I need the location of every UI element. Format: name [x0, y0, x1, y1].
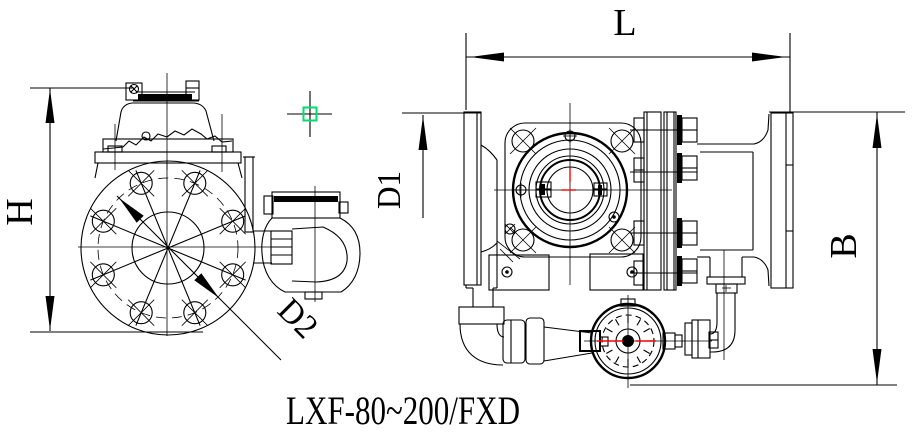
- bolt-hole: [509, 127, 537, 155]
- dimension-d1: D1: [371, 112, 481, 218]
- bypass-right-drop: [684, 250, 746, 360]
- arrowhead-up: [418, 116, 428, 150]
- side-view: [458, 103, 905, 388]
- flange-outer-circle: [80, 160, 256, 336]
- bypass-left-drop: [458, 287, 593, 366]
- arrowhead-upper-left: [119, 198, 144, 223]
- bolt-hole: [608, 226, 636, 254]
- bolt-hole: [90, 261, 117, 289]
- dimension-h: H: [0, 87, 134, 331]
- arrowhead-right: [752, 52, 786, 62]
- cad-crosshair-icon: [287, 91, 332, 137]
- dimension-label-h: H: [0, 198, 41, 225]
- dimension-label-b: B: [823, 233, 865, 258]
- dimension-b: B: [630, 112, 897, 386]
- pilot-cap-band: [274, 196, 338, 202]
- bolt-hole: [127, 299, 155, 326]
- hub-circle: [131, 211, 205, 285]
- dome-cover: [102, 102, 233, 150]
- pilot-meter-front: [261, 186, 361, 302]
- outlet-pipe: [697, 113, 770, 287]
- radial-spokes: [90, 170, 246, 326]
- bolt-hole: [509, 226, 537, 254]
- seal-joint-line: [102, 128, 233, 150]
- arrowhead-down: [45, 296, 55, 330]
- bolt-holes: [90, 170, 246, 326]
- register-cap-band: [138, 94, 192, 101]
- stack-hex-bolts: [677, 115, 698, 286]
- bolt-hole: [219, 207, 246, 235]
- bolt-hole: [181, 170, 209, 197]
- bolt-hole: [608, 127, 636, 155]
- arrowhead-down: [872, 349, 882, 383]
- dimension-label-d1: D1: [371, 171, 408, 209]
- pickbox-icon: [302, 106, 318, 122]
- bolt-hole: [219, 261, 246, 289]
- front-view: [30, 73, 361, 336]
- side-bracket: [243, 156, 272, 264]
- flange-bolt-stack: [630, 111, 698, 291]
- bypass-meter: [579, 295, 712, 388]
- arrowhead-left: [470, 52, 504, 62]
- dimension-label-d2: D2: [270, 291, 324, 345]
- dimension-label-l: L: [613, 2, 636, 44]
- bottom-brackets: [488, 253, 644, 291]
- main-flange: [80, 160, 256, 336]
- top-flange-plates: [94, 114, 243, 179]
- mechanism-cover-plate: [494, 103, 672, 285]
- pilot-dial-bezel: [291, 226, 348, 283]
- arrowhead-up: [872, 114, 882, 148]
- arrowhead-up: [45, 89, 55, 123]
- bolt-hole: [127, 170, 155, 197]
- seal-wire-detail: [496, 223, 521, 263]
- register-head: [125, 80, 200, 102]
- model-caption: LXF-80~200/FXD: [286, 388, 520, 433]
- bolt-circle: [97, 177, 239, 319]
- outlet-flange: [770, 112, 794, 289]
- arrowhead-lower-right: [194, 273, 219, 298]
- dimension-l: L: [465, 2, 791, 112]
- inlet-flange: [463, 111, 498, 288]
- bolt-hole: [90, 207, 117, 235]
- bolt-hole: [181, 299, 209, 326]
